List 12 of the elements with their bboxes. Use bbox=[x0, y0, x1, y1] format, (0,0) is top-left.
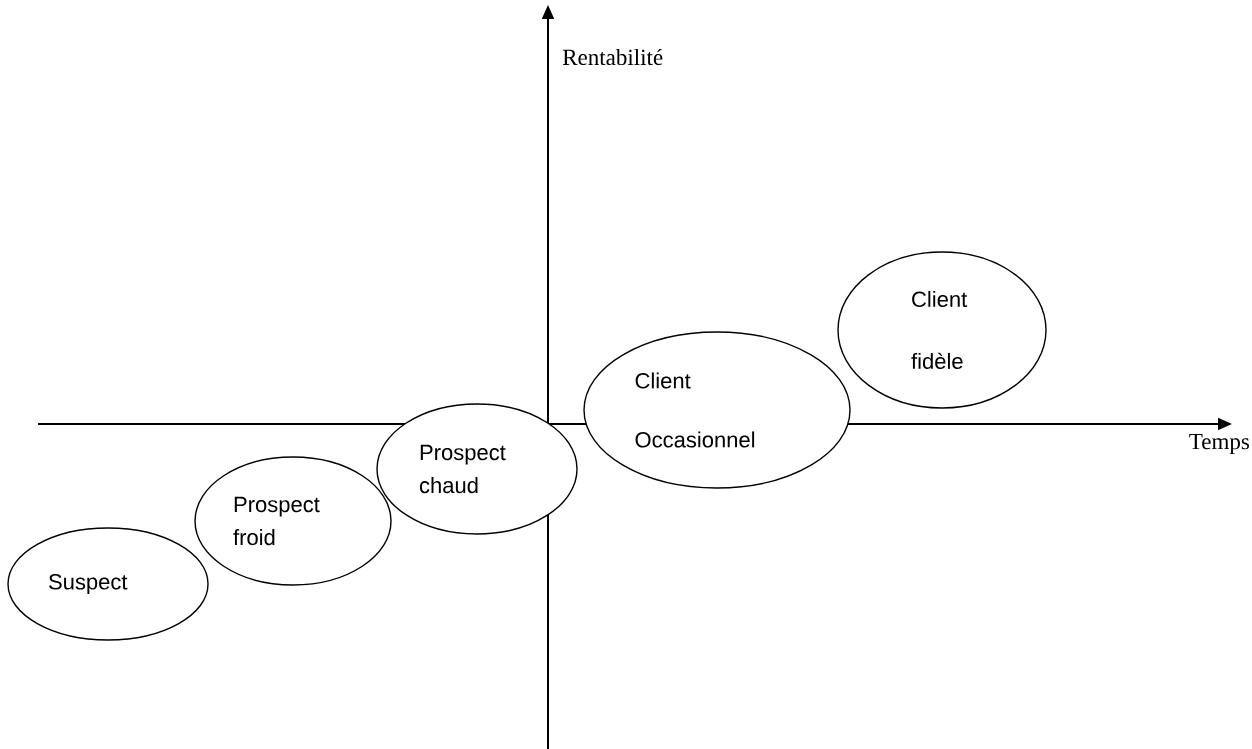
stage-label: Suspect bbox=[49, 574, 128, 594]
stage-ellipse bbox=[837, 251, 1047, 409]
axis-label: Rentabilité bbox=[562, 48, 663, 66]
stage-ellipse bbox=[376, 403, 578, 535]
stage-label: Prospect chaud bbox=[419, 444, 506, 494]
stage-ellipse bbox=[194, 456, 392, 586]
stage-label: Client Occasionnel bbox=[635, 372, 755, 448]
stage-label: Client fidèle bbox=[911, 290, 968, 370]
stage-label: Prospect froid bbox=[233, 496, 320, 546]
stage-ellipse bbox=[7, 527, 209, 641]
stage-ellipse bbox=[583, 331, 851, 489]
axis-label: Temps bbox=[1189, 434, 1249, 454]
